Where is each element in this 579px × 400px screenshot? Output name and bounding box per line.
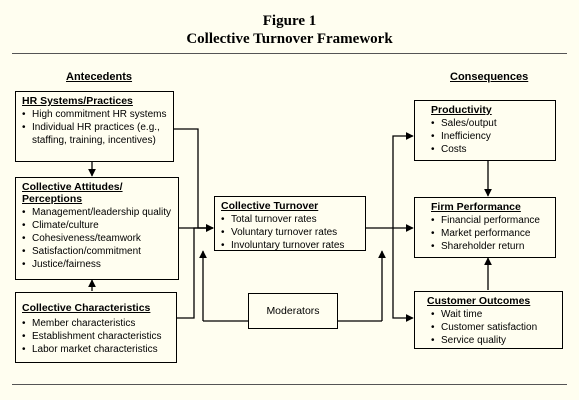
list-item: Wait time [431, 308, 558, 321]
list-item: Member characteristics [22, 317, 172, 330]
collective-turnover-title: Collective Turnover [221, 200, 319, 212]
collective-turnover-list: Total turnover rates Voluntary turnover … [221, 213, 361, 252]
collective-characteristics-list: Member characteristics Establishment cha… [22, 317, 172, 356]
antecedents-heading: Antecedents [66, 71, 133, 83]
list-item: Establishment characteristics [22, 330, 172, 343]
list-item: High commitment HR systems [22, 108, 169, 121]
figure-title: Collective Turnover Framework [186, 31, 393, 47]
collective-characteristics-title: Collective Characteristics [22, 302, 151, 314]
collective-attitudes-box: Collective Attitudes/ Perceptions Manage… [15, 177, 179, 280]
collective-attitudes-title: Collective Attitudes/ Perceptions [22, 181, 123, 205]
list-item: Voluntary turnover rates [221, 226, 361, 239]
list-item: Individual HR practices (e.g., staffing,… [22, 121, 169, 147]
list-item: Costs [431, 143, 551, 156]
hr-systems-title: HR Systems/Practices [22, 95, 133, 107]
moderators-box: Moderators [248, 293, 338, 329]
list-item: Cohesiveness/teamwork [22, 232, 174, 245]
list-item: Sales/output [431, 117, 551, 130]
list-item: Inefficiency [431, 130, 551, 143]
bottom-rule [12, 384, 567, 385]
top-rule [12, 53, 567, 54]
firm-performance-box: Firm Performance Financial performance M… [414, 197, 556, 258]
firm-performance-list: Financial performance Market performance… [421, 214, 551, 253]
arrow-hr-to-turnover [174, 128, 214, 232]
list-item: Justice/fairness [22, 258, 174, 271]
list-item: Financial performance [431, 214, 551, 227]
hr-systems-box: HR Systems/Practices High commitment HR … [15, 91, 174, 162]
customer-outcomes-title: Customer Outcomes [427, 295, 531, 307]
productivity-box: Productivity Sales/output Inefficiency C… [414, 100, 556, 161]
list-item: Involuntary turnover rates [221, 239, 361, 252]
list-item: Total turnover rates [221, 213, 361, 226]
collective-attitudes-list: Management/leadership quality Climate/cu… [22, 206, 174, 271]
collective-characteristics-box: Collective Characteristics Member charac… [15, 292, 177, 363]
list-item: Satisfaction/commitment [22, 245, 174, 258]
list-item: Service quality [431, 334, 558, 347]
arrow-turnover-to-customer [392, 228, 414, 322]
productivity-list: Sales/output Inefficiency Costs [421, 117, 551, 156]
arrow-turnover-to-productivity [392, 132, 414, 228]
consequences-heading: Consequences [450, 71, 529, 83]
moderators-label: Moderators [266, 305, 320, 317]
customer-outcomes-list: Wait time Customer satisfaction Service … [421, 308, 558, 347]
list-item: Management/leadership quality [22, 206, 174, 219]
list-item: Market performance [431, 227, 551, 240]
list-item: Customer satisfaction [431, 321, 558, 334]
firm-performance-title: Firm Performance [431, 201, 521, 213]
customer-outcomes-box: Customer Outcomes Wait time Customer sat… [414, 291, 563, 349]
collective-turnover-box: Collective Turnover Total turnover rates… [214, 196, 366, 252]
list-item: Climate/culture [22, 219, 174, 232]
arrow-characteristics-to-turnover [177, 224, 214, 319]
figure-number: Figure 1 [262, 13, 317, 29]
list-item: Labor market characteristics [22, 343, 172, 356]
hr-systems-list: High commitment HR systems Individual HR… [22, 108, 169, 147]
productivity-title: Productivity [431, 104, 492, 116]
list-item: Shareholder return [431, 240, 551, 253]
